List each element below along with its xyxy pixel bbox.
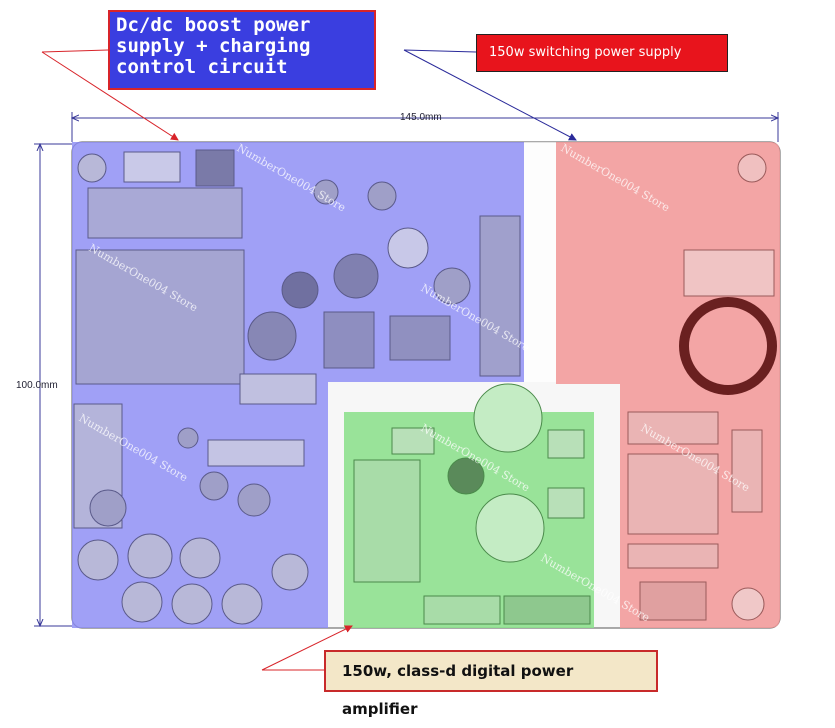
boost-components <box>73 149 521 625</box>
pcb-layout-svg: NumberOne004 Store NumberOne004 Store Nu… <box>34 49 781 671</box>
height-dimension-label: 100.0mm <box>16 380 58 391</box>
transformer-area <box>524 142 556 382</box>
height-dimension <box>34 144 72 626</box>
width-dimension <box>72 112 778 142</box>
width-dimension-label: 145.0mm <box>400 112 442 123</box>
switching-arrow <box>403 49 577 141</box>
amplifier-callout: 150w, class-d digital power amplifier <box>324 650 658 718</box>
dcdc-callout: Dc/dc boost power supply + charging cont… <box>108 10 376 90</box>
switching-callout: 150w switching power supply <box>476 34 728 72</box>
pcb-diagram: NumberOne004 Store NumberOne004 Store Nu… <box>16 9 781 718</box>
switching-components <box>627 153 777 621</box>
amplifier-arrow <box>261 625 353 671</box>
amplifier-components <box>353 383 591 625</box>
dcdc-arrows <box>41 49 179 141</box>
